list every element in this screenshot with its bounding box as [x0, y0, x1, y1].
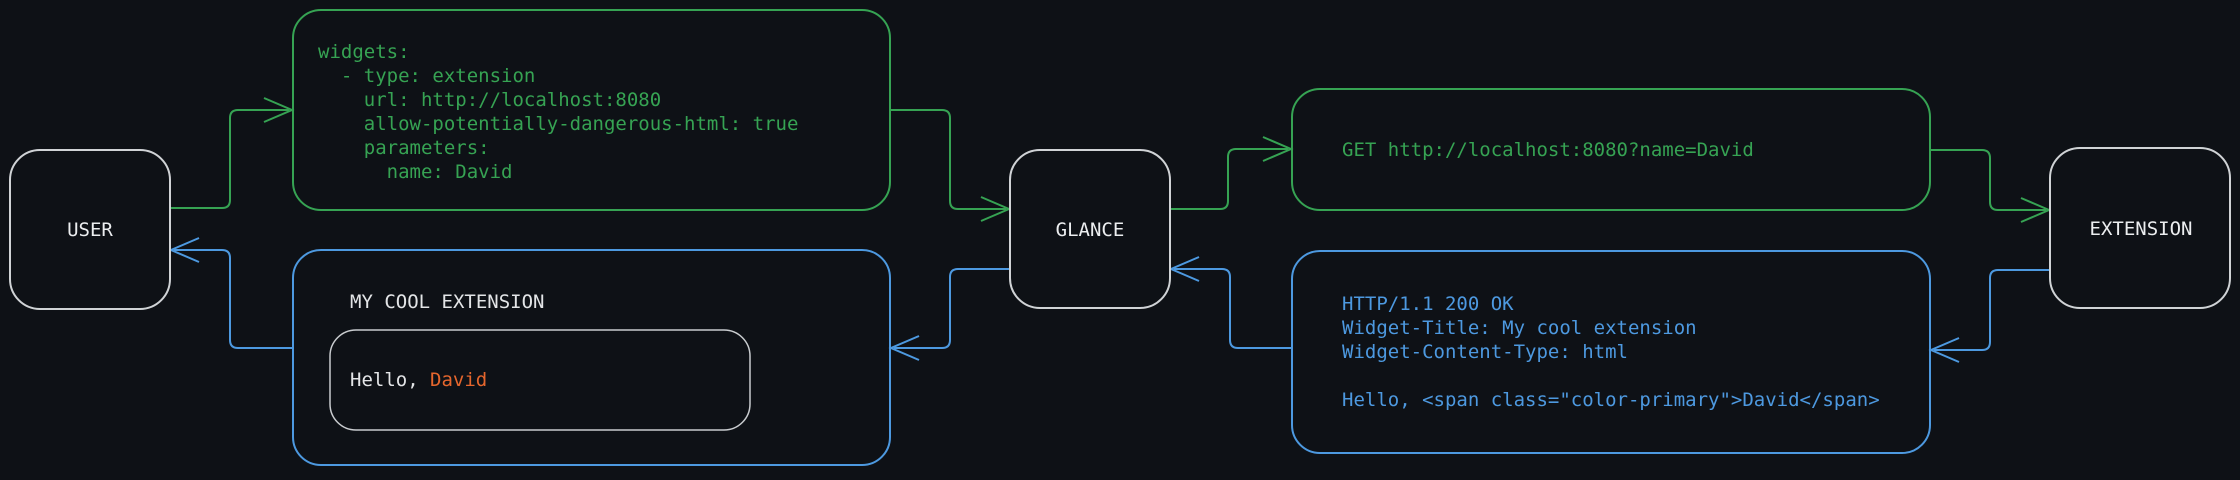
box-widget: [292, 249, 891, 466]
config-line: widgets:: [318, 41, 410, 63]
config-line: allow-potentially-dangerous-html: true: [318, 113, 798, 135]
node-glance: [1009, 149, 1171, 309]
node-user-label: USER: [67, 219, 113, 241]
box-request: [1291, 88, 1931, 211]
box-widget-inner: [329, 329, 751, 431]
edge-extension-to-response: [1928, 269, 2050, 363]
response-line: Widget-Title: My cool extension: [1342, 317, 1697, 339]
edge-glance-to-request: [1170, 136, 1294, 210]
node-extension-label: EXTENSION: [2090, 218, 2193, 240]
box-config: [292, 9, 891, 211]
config-line: - type: extension: [318, 65, 535, 87]
edge-user-to-config: [170, 97, 295, 209]
widget-title: MY COOL EXTENSION: [350, 291, 544, 313]
config-line: name: David: [318, 161, 512, 183]
edge-widget-to-user: [168, 237, 293, 349]
config-code: widgets: - type: extension url: http://l…: [318, 41, 798, 183]
box-response: [1291, 250, 1931, 454]
widget-hello-prefix: Hello,: [350, 369, 430, 391]
request-line: GET http://localhost:8080?name=David: [1342, 139, 1754, 161]
edge-glance-to-widget: [888, 268, 1010, 361]
edge-request-to-extension: [1930, 149, 2052, 223]
config-line: url: http://localhost:8080: [318, 89, 661, 111]
response-code: HTTP/1.1 200 OK Widget-Title: My cool ex…: [1342, 293, 1880, 411]
node-user: [9, 149, 171, 310]
node-glance-label: GLANCE: [1056, 219, 1125, 241]
response-line: Hello, <span class="color-primary">David…: [1342, 389, 1880, 411]
edge-response-to-glance: [1168, 256, 1292, 349]
response-line: Widget-Content-Type: html: [1342, 341, 1628, 363]
edge-config-to-glance: [890, 109, 1012, 222]
widget-hello-name: David: [430, 369, 487, 391]
node-extension: [2049, 147, 2231, 309]
config-line: parameters:: [318, 137, 490, 159]
response-line: HTTP/1.1 200 OK: [1342, 293, 1514, 315]
